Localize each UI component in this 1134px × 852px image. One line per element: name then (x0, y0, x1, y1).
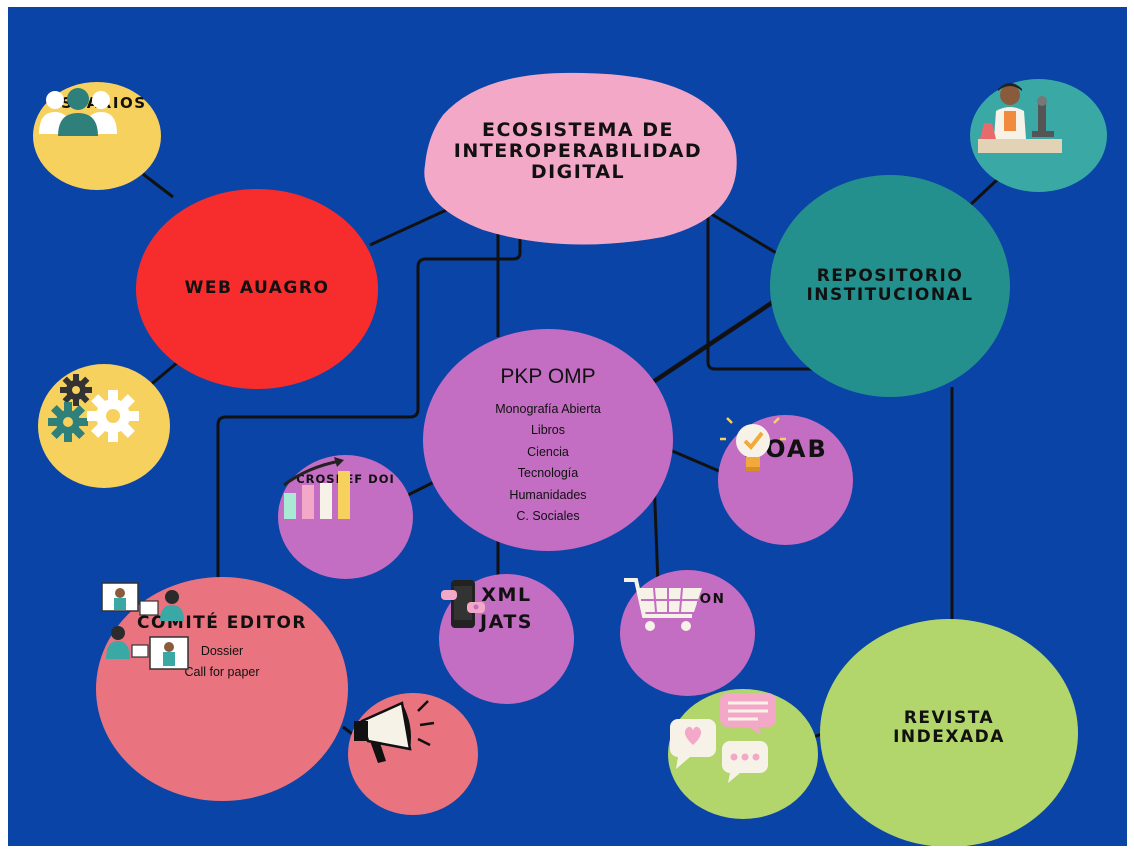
pkp-item: Humanidades (509, 487, 587, 502)
connector-web-settings (147, 360, 179, 389)
amazon-node: Amazon (620, 570, 755, 696)
revista-title: Revista Indexada (893, 708, 1005, 747)
pkp-item: Monografía Abierta (495, 401, 601, 416)
comite-item: Call for paper (184, 665, 260, 680)
pkp-item: C. Sociales (516, 509, 580, 523)
lightbulb-check-icon (720, 417, 786, 471)
doab-node: DOAB (718, 415, 853, 545)
growth-chart-icon (283, 457, 350, 519)
repositorio-node: Repositorio Institucional (770, 175, 1010, 397)
people-meeting-icon (101, 582, 189, 670)
megaphone-node (348, 693, 478, 815)
connector-scientist-repositorio (966, 177, 1000, 209)
connector-usuarios-web (142, 172, 174, 199)
megaphone-icon (354, 700, 435, 763)
shopping-cart-icon (624, 578, 702, 631)
connector-hub-repositorio-2 (707, 210, 784, 259)
usuarios-node: Usuarios (33, 82, 161, 190)
web-title: Web Auagro (184, 278, 330, 299)
crossref-node: Crosref DOI (278, 455, 413, 579)
repositorio-title: Repositorio Institucional (806, 266, 974, 305)
connector-web-hub (369, 205, 454, 247)
comite-node: Comité Editor Dossier Call for paper (96, 577, 348, 801)
scientist-microscope-icon (978, 83, 1062, 153)
web-node: Web Auagro (136, 189, 378, 389)
chat-node (668, 689, 818, 819)
xml-node: XML JATS (439, 574, 574, 704)
xml-title-line2: JATS (480, 610, 533, 633)
gears-icon (48, 374, 139, 442)
pkp-node: PKP OMP Monografía Abierta Libros Cienci… (423, 329, 673, 551)
connector-hub-repositorio (706, 212, 868, 371)
scientist-node (970, 79, 1107, 192)
revista-node: Revista Indexada (820, 619, 1078, 846)
pkp-item: Tecnología (517, 466, 579, 480)
chat-bubbles-icon (670, 693, 776, 783)
pkp-item: Ciencia (527, 444, 569, 459)
pkp-item: Libros (530, 423, 566, 437)
comite-item: Dossier (200, 643, 244, 658)
phone-chat-icon (441, 580, 485, 628)
diagram-canvas: Ecosistema de Interoperabilidad Digital … (8, 7, 1127, 846)
pkp-title: PKP OMP (500, 364, 596, 388)
hub-blob-shape (424, 72, 737, 245)
xml-title-line1: XML (481, 584, 532, 606)
settings-node (38, 364, 170, 488)
users-icon (39, 88, 117, 136)
hub-title: Ecosistema de Interoperabilidad Digital (453, 119, 703, 183)
connector-hub-comite (216, 232, 522, 587)
